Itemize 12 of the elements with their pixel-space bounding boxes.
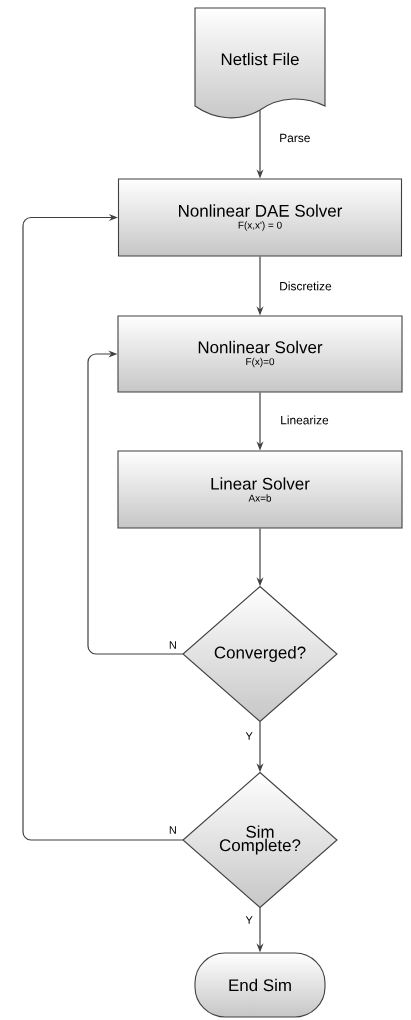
process-box: Linear Solver Ax=b bbox=[117, 450, 403, 529]
edge-label: Parse bbox=[278, 132, 312, 144]
edge-label: N bbox=[167, 640, 178, 650]
process-box: Nonlinear Solver F(x)=0 bbox=[117, 315, 403, 393]
edge-label: N bbox=[167, 825, 178, 835]
arrow bbox=[22, 213, 184, 841]
edge-label: Y bbox=[244, 915, 254, 925]
edge-label: Discretize bbox=[278, 280, 333, 292]
arrow bbox=[87, 350, 184, 655]
edge-label: Linearize bbox=[279, 414, 330, 426]
process-box: Nonlinear DAE Solver F(x,x') = 0 bbox=[117, 178, 403, 257]
edge-label: Y bbox=[244, 731, 254, 741]
